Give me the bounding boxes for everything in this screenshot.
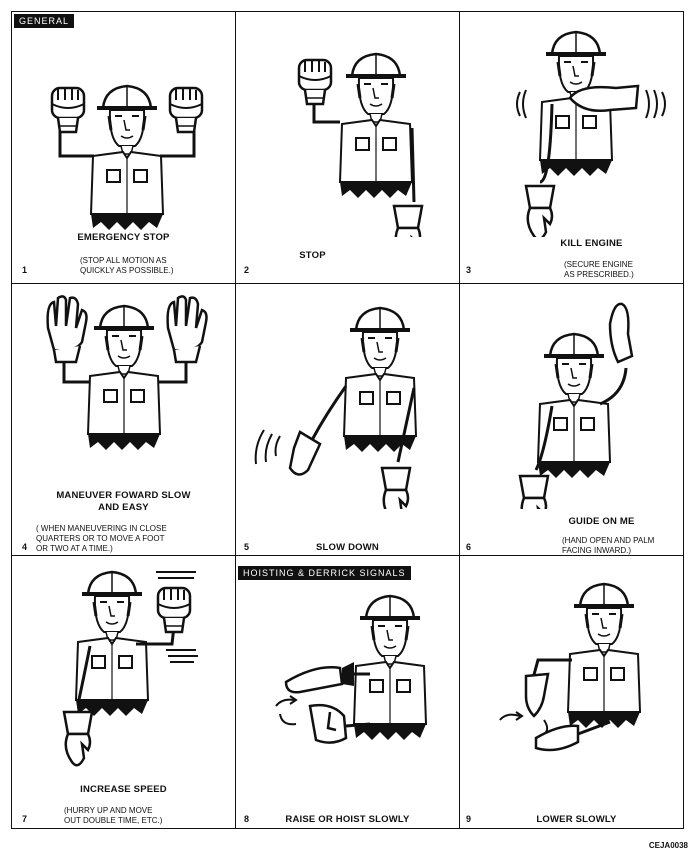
maneuver-forward-illustration: [46, 295, 208, 452]
signal-number: 8: [244, 814, 250, 824]
signal-title: LOWER SLOWLY: [536, 814, 617, 825]
signal-cell-3: KILL ENGINE (SECURE ENGINE AS PRESCRIBED…: [459, 11, 684, 284]
signal-description: (STOP ALL MOTION AS QUICKLY AS POSSIBLE.…: [80, 256, 174, 275]
signal-title: MANEUVER FOWARD SLOW AND EASY: [56, 490, 191, 513]
emergency-stop-illustration: [50, 84, 204, 232]
section-tag-hoisting: HOISTING & DERRICK SIGNALS: [238, 566, 411, 580]
signal-cell-1: GENERAL EMERGENCY STOP (STOP ALL MOTION …: [11, 11, 236, 284]
signal-number: 9: [466, 814, 472, 824]
figure-code: CEJA0038: [648, 841, 688, 850]
kill-engine-illustration: [516, 30, 666, 237]
signal-title: STOP: [299, 250, 326, 261]
signal-number: 3: [466, 265, 472, 275]
signal-number: 7: [22, 814, 28, 824]
section-tag-general: GENERAL: [14, 14, 75, 28]
signal-title: GUIDE ON ME: [568, 516, 635, 527]
signal-number: 5: [244, 542, 250, 552]
increase-speed-illustration: [62, 570, 198, 767]
signal-cell-7: INCREASE SPEED (HURRY UP AND MOVE OUT DO…: [11, 555, 236, 829]
signal-title: RAISE OR HOIST SLOWLY: [285, 814, 410, 825]
signal-cell-9: LOWER SLOWLY 9: [459, 555, 684, 829]
signal-grid: GENERAL EMERGENCY STOP (STOP ALL MOTION …: [11, 11, 684, 829]
signal-description: (SECURE ENGINE AS PRESCRIBED.): [564, 260, 634, 279]
signal-description: (HAND OPEN AND PALM FACING INWARD.): [562, 536, 655, 555]
slow-down-illustration: [254, 306, 418, 509]
signal-description: (HURRY UP AND MOVE OUT DOUBLE TIME, ETC.…: [64, 806, 163, 825]
signal-title: EMERGENCY STOP: [77, 232, 170, 243]
signal-number: 1: [22, 265, 28, 275]
lower-slowly-illustration: [499, 582, 642, 752]
signal-cell-2: STOP 2: [235, 11, 460, 284]
signal-number: 6: [466, 542, 472, 552]
signal-title: SLOW DOWN: [315, 542, 379, 553]
signal-title: KILL ENGINE: [560, 238, 623, 249]
raise-hoist-slowly-illustration: [275, 594, 428, 744]
signal-cell-4: MANEUVER FOWARD SLOW AND EASY ( WHEN MAN…: [11, 283, 236, 556]
signal-number: 2: [244, 265, 250, 275]
signal-description: ( WHEN MANEUVERING IN CLOSE QUARTERS OR …: [36, 524, 167, 553]
signal-cell-8: HOISTING & DERRICK SIGNALS RAISE OR HOIS…: [235, 555, 460, 829]
stop-illustration: [297, 52, 424, 237]
signal-title: INCREASE SPEED: [80, 784, 167, 795]
signal-cell-6: GUIDE ON ME (HAND OPEN AND PALM FACING I…: [459, 283, 684, 556]
signal-number: 4: [22, 542, 28, 552]
guide-on-me-illustration: [518, 302, 634, 509]
signal-cell-5: SLOW DOWN 5: [235, 283, 460, 556]
